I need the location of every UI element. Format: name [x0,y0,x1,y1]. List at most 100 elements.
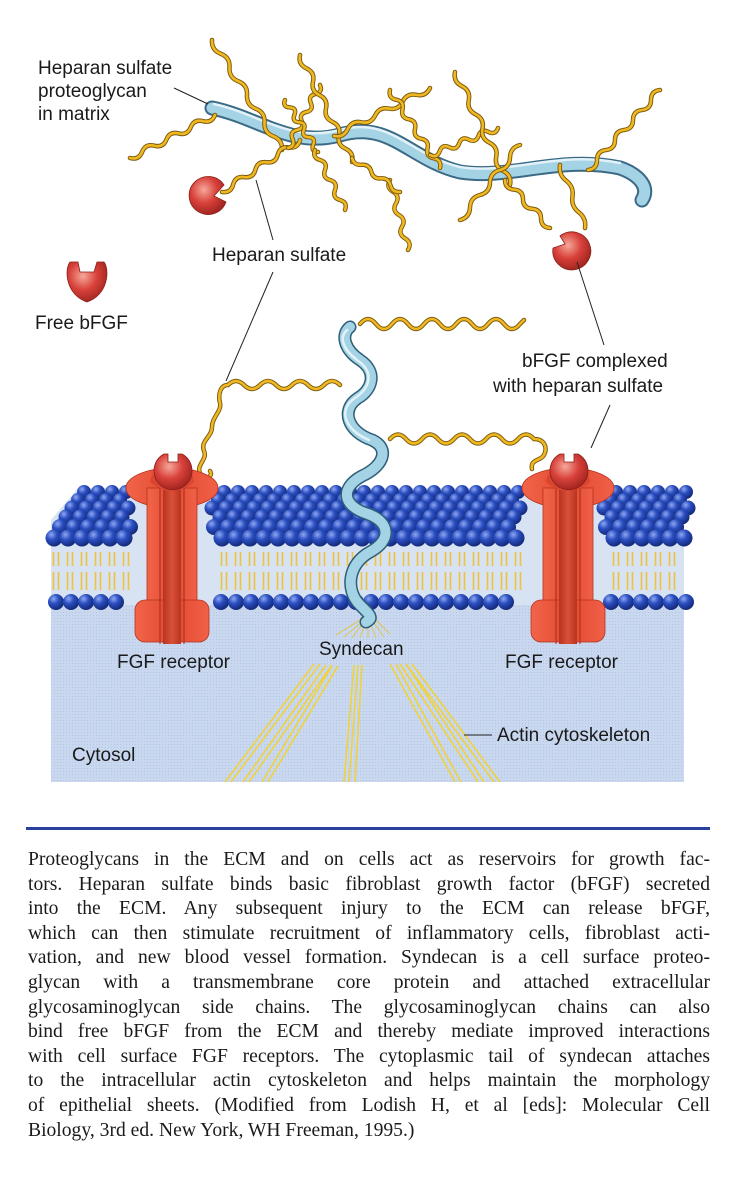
lipid-head [603,594,619,610]
fgf-receptor-right [521,453,615,644]
lipid-head [678,594,694,610]
lipid-head [227,529,245,547]
lipid-head [498,594,514,610]
lipid-head [647,529,665,547]
caption-line: glycosaminoglycan side chains. The glyco… [28,996,710,1018]
gag-chain [453,70,512,187]
label-complexed-line2: with heparan sulfate [493,376,664,397]
label-actin-cytoskeleton: Actin cytoskeleton [497,725,651,746]
lipid-head [479,529,497,547]
lipid-head [353,529,371,547]
lipid-head [507,529,525,547]
label-free-bfgf: Free bFGF [35,313,128,334]
label-heparan-sulfate: Heparan sulfate [212,245,347,266]
actin-cytoskeleton [224,663,501,783]
free-bfgf-molecule [66,261,108,303]
lipid-head [255,529,273,547]
lipid-head [618,594,634,610]
lipid-head [101,529,119,547]
fgf-receptor-left [125,453,219,644]
lipid-head [213,594,229,610]
caption-line: Biology, 3rd ed. New York, WH Freeman, 1… [28,1119,415,1141]
gag-chain [128,113,217,160]
lipid-head [408,594,424,610]
leader-lines [173,87,611,449]
syndecan-core [338,320,392,629]
lipid-head [378,594,394,610]
lipid-head [438,594,454,610]
caption-line: vation, and new blood vessel formation. … [28,947,710,969]
lipid-head [93,594,109,610]
lipid-head [108,594,124,610]
gag-chain [428,126,500,158]
lipid-head [661,529,679,547]
lipid-head [48,594,64,610]
lipid-head [273,594,289,610]
label-hspg-line1: Heparan sulfate [38,58,173,79]
caption-line: which can then stimulate recruitment of … [28,922,710,944]
lipid-head [241,529,259,547]
lipid-head [453,594,469,610]
gag-chain [332,86,432,138]
lipid-head [393,594,409,610]
caption-divider [26,827,710,830]
lipid-head [73,529,91,547]
lipid-head [633,594,649,610]
lipid-head [228,594,244,610]
lipid-head [339,529,357,547]
label-hspg-line3: in matrix [38,104,110,125]
gag-chain [350,156,402,194]
matrix-gag-chains [127,37,663,253]
lipid-head [633,529,651,547]
lipid-head [243,594,259,610]
lipid-bilayer [45,485,696,610]
gag-chain [502,177,553,231]
bfgf-complexed-heparan [552,231,592,271]
gag-chain [586,88,662,172]
lipid-head [493,529,511,547]
gag-chain [558,163,587,230]
gag-chain [312,148,348,212]
matrix-proteoglycan-core [204,100,653,208]
lipid-head [333,594,349,610]
label-fgf-receptor-right: FGF receptor [505,652,618,673]
caption-line: to the intracellular actin cytoskeleton … [28,1070,710,1092]
lipid-head [288,594,304,610]
caption-line: tors. Heparan sulfate binds basic fibrob… [28,873,710,895]
lipid-head [297,529,315,547]
lipid-head [483,594,499,610]
lipid-head [468,594,484,610]
label-hspg-line2: proteoglycan [38,81,147,102]
gag-chain [503,178,552,230]
lipid-head [213,529,231,547]
lipid-head [409,529,427,547]
lipid-head [87,529,105,547]
lipid-head [675,529,693,547]
lipid-head [648,594,664,610]
lipid-head [258,594,274,610]
label-complexed-line1: bFGF complexed [522,351,668,372]
lipid-head [303,594,319,610]
bfgf-bound-matrix-left [188,176,227,215]
lipid-head [283,529,301,547]
lipid-head [311,529,329,547]
lipid-head [423,529,441,547]
lipid-head [63,594,79,610]
proteoglycan-diagram [45,37,696,783]
caption-line: bind free bFGF from the ECM and thereby … [28,1021,710,1043]
lipid-head [605,529,623,547]
lipid-head [115,529,133,547]
syndecan-gag-chains [196,316,548,480]
lipid-head [59,529,77,547]
lipid-head [619,529,637,547]
caption-line: glycan with a transmembrane core protein… [28,971,710,993]
lipid-head [437,529,455,547]
gag-chain [458,143,522,222]
lipid-head [45,529,63,547]
lipid-head [78,594,94,610]
lipid-head [325,529,343,547]
gag-chain [349,155,403,195]
gag-chain [282,98,320,154]
gag-chain [298,53,354,164]
lipid-head [451,529,469,547]
